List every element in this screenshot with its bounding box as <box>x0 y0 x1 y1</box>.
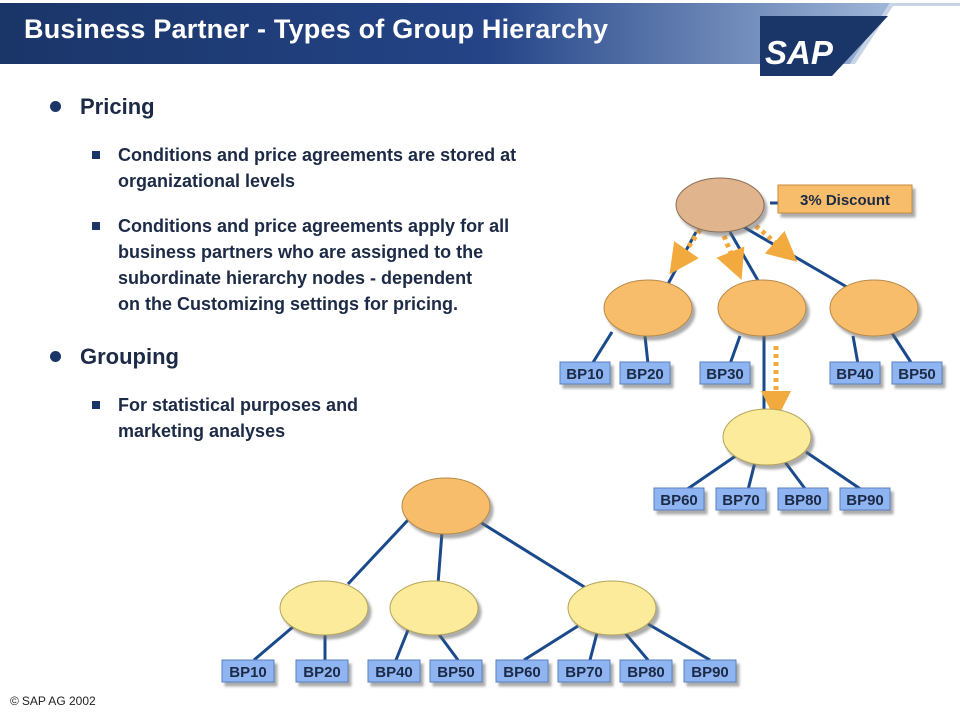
pricing-mid-node-3 <box>829 279 919 337</box>
bp-label-text: BP30 <box>706 366 744 383</box>
bp-label-box <box>653 487 705 511</box>
bp-label-text: BP60 <box>503 664 541 681</box>
bp-label: BP40 <box>829 361 881 385</box>
bp-label: BP30 <box>699 361 751 385</box>
bp-label: BP80 <box>777 487 829 511</box>
bp-label-box <box>619 361 671 385</box>
pricing-mid-node-2 <box>717 279 807 337</box>
bp-label-box <box>891 361 943 385</box>
bp-label-text: BP10 <box>566 366 604 383</box>
bp-label: BP90 <box>683 659 737 683</box>
pricing-arrows <box>669 224 798 421</box>
footer: ©SAP AG 2002 <box>10 694 96 708</box>
title-bar <box>0 3 890 64</box>
section-heading: Pricing <box>80 94 155 119</box>
bp-label-text: BP50 <box>437 664 475 681</box>
bp-label: BP20 <box>619 361 671 385</box>
bp-label-text: BP50 <box>898 366 936 383</box>
pricing-sub-node <box>722 408 812 466</box>
copyright-symbol: © <box>10 694 19 708</box>
bp-label-box <box>829 361 881 385</box>
bp-label: BP40 <box>367 659 421 683</box>
bullet-square <box>92 222 100 230</box>
bullet-square <box>92 401 100 409</box>
bp-label-text: BP90 <box>846 492 884 509</box>
title-bar-edge <box>850 3 960 64</box>
sap-logo: SAP <box>760 16 888 76</box>
bp-label-box <box>683 659 737 683</box>
bp-label-box <box>715 487 767 511</box>
bp-label-text: BP20 <box>303 664 341 681</box>
bp-label: BP10 <box>221 659 275 683</box>
bp-label-text: BP10 <box>229 664 267 681</box>
footer-text: SAP AG 2002 <box>21 694 96 708</box>
bullet-dot <box>50 351 61 362</box>
bp-label-box <box>367 659 421 683</box>
grouping-root-node <box>401 477 491 535</box>
page-title: Business Partner - Types of Group Hierar… <box>24 14 609 44</box>
bp-label-text: BP80 <box>784 492 822 509</box>
bp-label: BP90 <box>839 487 891 511</box>
bp-label-box <box>839 487 891 511</box>
bp-label-box <box>559 361 611 385</box>
bp-label: BP50 <box>891 361 943 385</box>
bp-label-text: BP70 <box>565 664 603 681</box>
section-heading: Grouping <box>80 344 179 369</box>
discount-label: 3% Discount <box>800 192 890 209</box>
bp-label: BP10 <box>559 361 611 385</box>
grouping-bp-labels: BP10 BP20 BP40 BP50 BP60 BP70 BP80 BP90 <box>221 659 737 683</box>
item-text: Conditions and price agreements are stor… <box>118 145 517 191</box>
grouping-node-3 <box>567 580 657 636</box>
bp-label-box <box>777 487 829 511</box>
bullet-square <box>92 151 100 159</box>
bp-label-box <box>221 659 275 683</box>
bp-label-text: BP40 <box>375 664 413 681</box>
item-text: Conditions and price agreements apply fo… <box>118 216 510 314</box>
bp-label-box <box>429 659 483 683</box>
discount-tag: 3% Discount <box>777 184 913 214</box>
grouping-tree-lines <box>253 518 711 662</box>
bp-label-box <box>619 659 673 683</box>
bp-label-text: BP40 <box>836 366 874 383</box>
bp-label: BP60 <box>495 659 549 683</box>
bp-label-box <box>699 361 751 385</box>
grouping-node-2 <box>389 580 479 636</box>
bp-label-text: BP60 <box>660 492 698 509</box>
pricing-mid-node-1 <box>603 279 693 337</box>
item-text: For statistical purposes and marketing a… <box>118 395 359 441</box>
sap-logo-text: SAP <box>765 34 834 71</box>
bp-label-text: BP70 <box>722 492 760 509</box>
bp-label: BP70 <box>557 659 611 683</box>
bp-label: BP50 <box>429 659 483 683</box>
bp-label-text: BP80 <box>627 664 665 681</box>
bp-label-text: BP20 <box>626 366 664 383</box>
bp-label-box <box>495 659 549 683</box>
grouping-node-1 <box>279 580 369 636</box>
bp-label: BP80 <box>619 659 673 683</box>
bullet-dot <box>50 101 61 112</box>
bp-label-text: BP90 <box>691 664 729 681</box>
pricing-root-node <box>675 177 765 233</box>
bp-label: BP70 <box>715 487 767 511</box>
bp-label: BP20 <box>295 659 349 683</box>
bp-label-box <box>557 659 611 683</box>
bp-label-box <box>295 659 349 683</box>
bp-label: BP60 <box>653 487 705 511</box>
